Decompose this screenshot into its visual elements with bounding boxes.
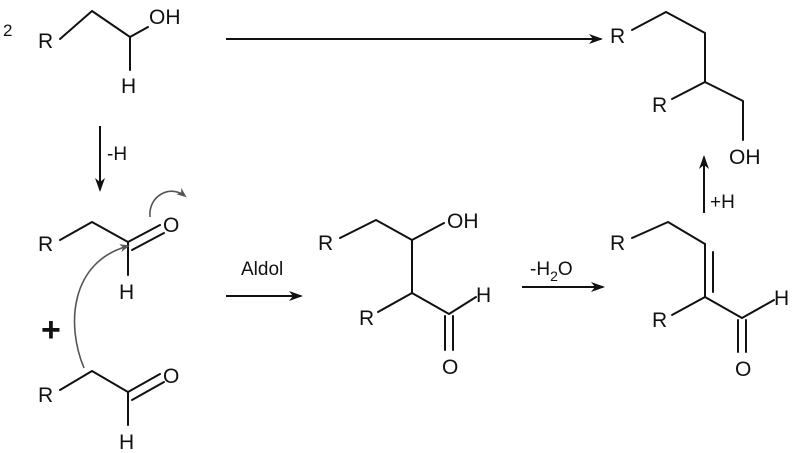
product-hydroxyl-label: OH [729, 146, 761, 169]
alcohol-hydroxyl-label: OH [149, 6, 181, 29]
dehydrogenation-label: -H [107, 144, 127, 165]
aldehyde-top-chain-bonds [59, 221, 129, 243]
aldehyde-top-oxygen-label: O [163, 214, 179, 237]
aldol-product-branch-bonds [377, 239, 413, 313]
aldehyde-top-hydrogen-label: H [119, 281, 134, 304]
enal-hydrogen-label: H [774, 287, 789, 310]
aldol-label: Aldol [241, 259, 283, 280]
enal-upper-chain-bonds [631, 221, 706, 245]
product-branch-bond [671, 81, 706, 100]
aldol-product-hydrogen-label: H [476, 284, 491, 307]
hydrogenation-label: +H [710, 192, 735, 213]
enal-branch-bond [671, 296, 706, 316]
electron-curved-arrow-top [149, 187, 187, 218]
dehydration-label: -H2O [530, 259, 573, 284]
molecule-guerbet-alcohol: R R OH [610, 11, 761, 169]
alcohol-skeleton-bonds [59, 10, 149, 40]
aldol-product-upper-chain-bonds [339, 219, 445, 241]
aldehyde-top-carbonyl-bond-1 [127, 224, 161, 243]
aldol-product-aldehyde-chain-bonds [411, 292, 477, 315]
product-r-group-top: R [610, 25, 625, 48]
product-r-group-branch: R [652, 94, 667, 117]
product-upper-chain-bonds [631, 11, 706, 83]
nucleophilic-attack-curved-arrow [73, 244, 130, 369]
aldehyde-bottom-r-group: R [38, 384, 53, 407]
alcohol-hydrogen-label: H [121, 75, 136, 98]
molecule-aldol-product: R OH R H O [318, 210, 491, 379]
aldehyde-bottom-carbonyl-bond-2 [131, 381, 165, 401]
product-hydroxymethyl-bonds [704, 81, 744, 141]
enal-aldehyde-chain-bonds [704, 296, 775, 319]
enal-oxygen-label: O [735, 358, 751, 381]
aldehyde-top-r-group: R [38, 233, 53, 256]
molecule-enal: R R H O [610, 221, 789, 381]
aldol-product-oxygen-label: O [442, 356, 458, 379]
enal-r-group-branch: R [652, 309, 667, 332]
plus-sign: + [41, 311, 61, 349]
molecule-primary-alcohol: 2 R OH H [3, 6, 181, 98]
aldol-product-r-group-top: R [318, 232, 333, 255]
alcohol-r-group: R [38, 30, 53, 53]
aldol-product-hydroxyl-label: OH [447, 210, 479, 233]
dehydration-label-suffix: O [558, 259, 573, 280]
aldehyde-bottom-carbonyl-bond-1 [127, 373, 161, 393]
aldol-product-r-group-branch: R [359, 307, 374, 330]
stoichiometric-coefficient: 2 [3, 21, 12, 40]
molecule-aldehyde-bottom: R O H [38, 365, 179, 453]
enal-r-group-top: R [610, 232, 625, 255]
dehydration-label-subscript: 2 [550, 268, 558, 284]
dehydration-label-prefix: -H [530, 259, 550, 280]
aldehyde-bottom-oxygen-label: O [163, 365, 179, 388]
aldehyde-bottom-hydrogen-label: H [119, 431, 134, 453]
aldehyde-top-carbonyl-bond-2 [131, 232, 165, 251]
molecule-aldehyde-top: R O H [38, 214, 179, 304]
aldehyde-bottom-chain-bonds [59, 370, 129, 393]
